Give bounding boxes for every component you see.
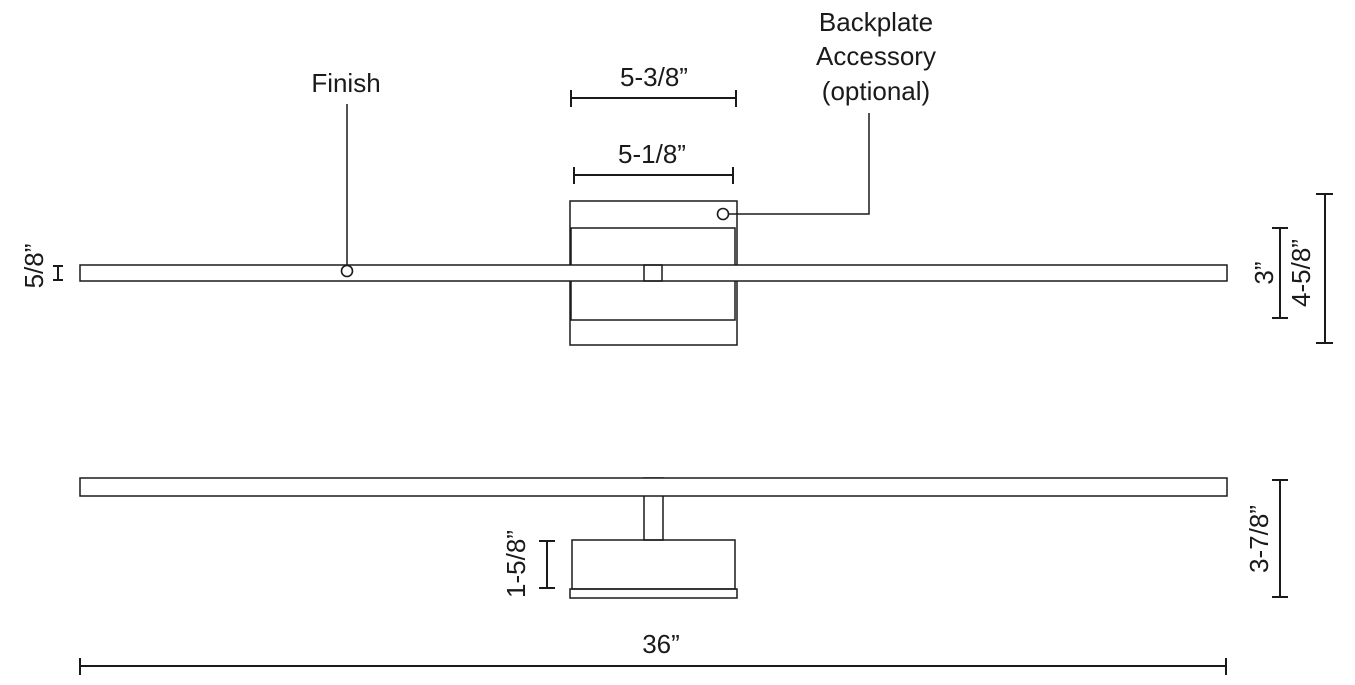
finish-label: Finish: [311, 68, 380, 98]
backplate-callout: Backplate Accessory (optional): [716, 7, 936, 221]
backplate-width-dimension: 5-3/8”: [570, 62, 737, 107]
overall-width-dimension: 36”: [79, 629, 1227, 675]
overall-width-label: 36”: [642, 629, 680, 659]
backplate-label-line1: Backplate: [819, 7, 933, 37]
canopy-body: [571, 539, 736, 590]
side-view: [79, 477, 1228, 599]
front-view: [79, 200, 1228, 346]
backplate-height-label: 4-5/8”: [1286, 239, 1316, 307]
canopy-height-dimension: 3”: [1249, 227, 1288, 319]
finish-marker-dot: [340, 264, 354, 278]
backplate-marker-dot: [716, 207, 730, 221]
light-bar-side: [79, 477, 1228, 497]
canopy-width-dimension: 5-1/8”: [573, 139, 734, 184]
bar-connector-front: [643, 264, 663, 282]
backplate-side: [569, 588, 738, 599]
canopy-height-label: 3”: [1249, 261, 1279, 284]
backplate-leader-line: [729, 113, 870, 215]
backplate-width-label: 5-3/8”: [620, 62, 688, 92]
light-bar-front: [79, 264, 1228, 282]
backplate-height-dimension: 4-5/8”: [1286, 193, 1333, 344]
bar-height-dimension: 5/8”: [19, 244, 63, 289]
backplate-label-line2: Accessory: [816, 41, 936, 71]
finish-callout: Finish: [311, 68, 381, 278]
extension-dimension: 3-7/8”: [1244, 479, 1288, 598]
extension-label: 3-7/8”: [1244, 505, 1274, 573]
canopy-width-label: 5-1/8”: [618, 139, 686, 169]
canopy-depth-dimension: 1-5/8”: [501, 530, 555, 598]
backplate-label-line3: (optional): [822, 76, 930, 106]
canopy-depth-label: 1-5/8”: [501, 530, 531, 598]
bar-height-label: 5/8”: [19, 244, 49, 289]
